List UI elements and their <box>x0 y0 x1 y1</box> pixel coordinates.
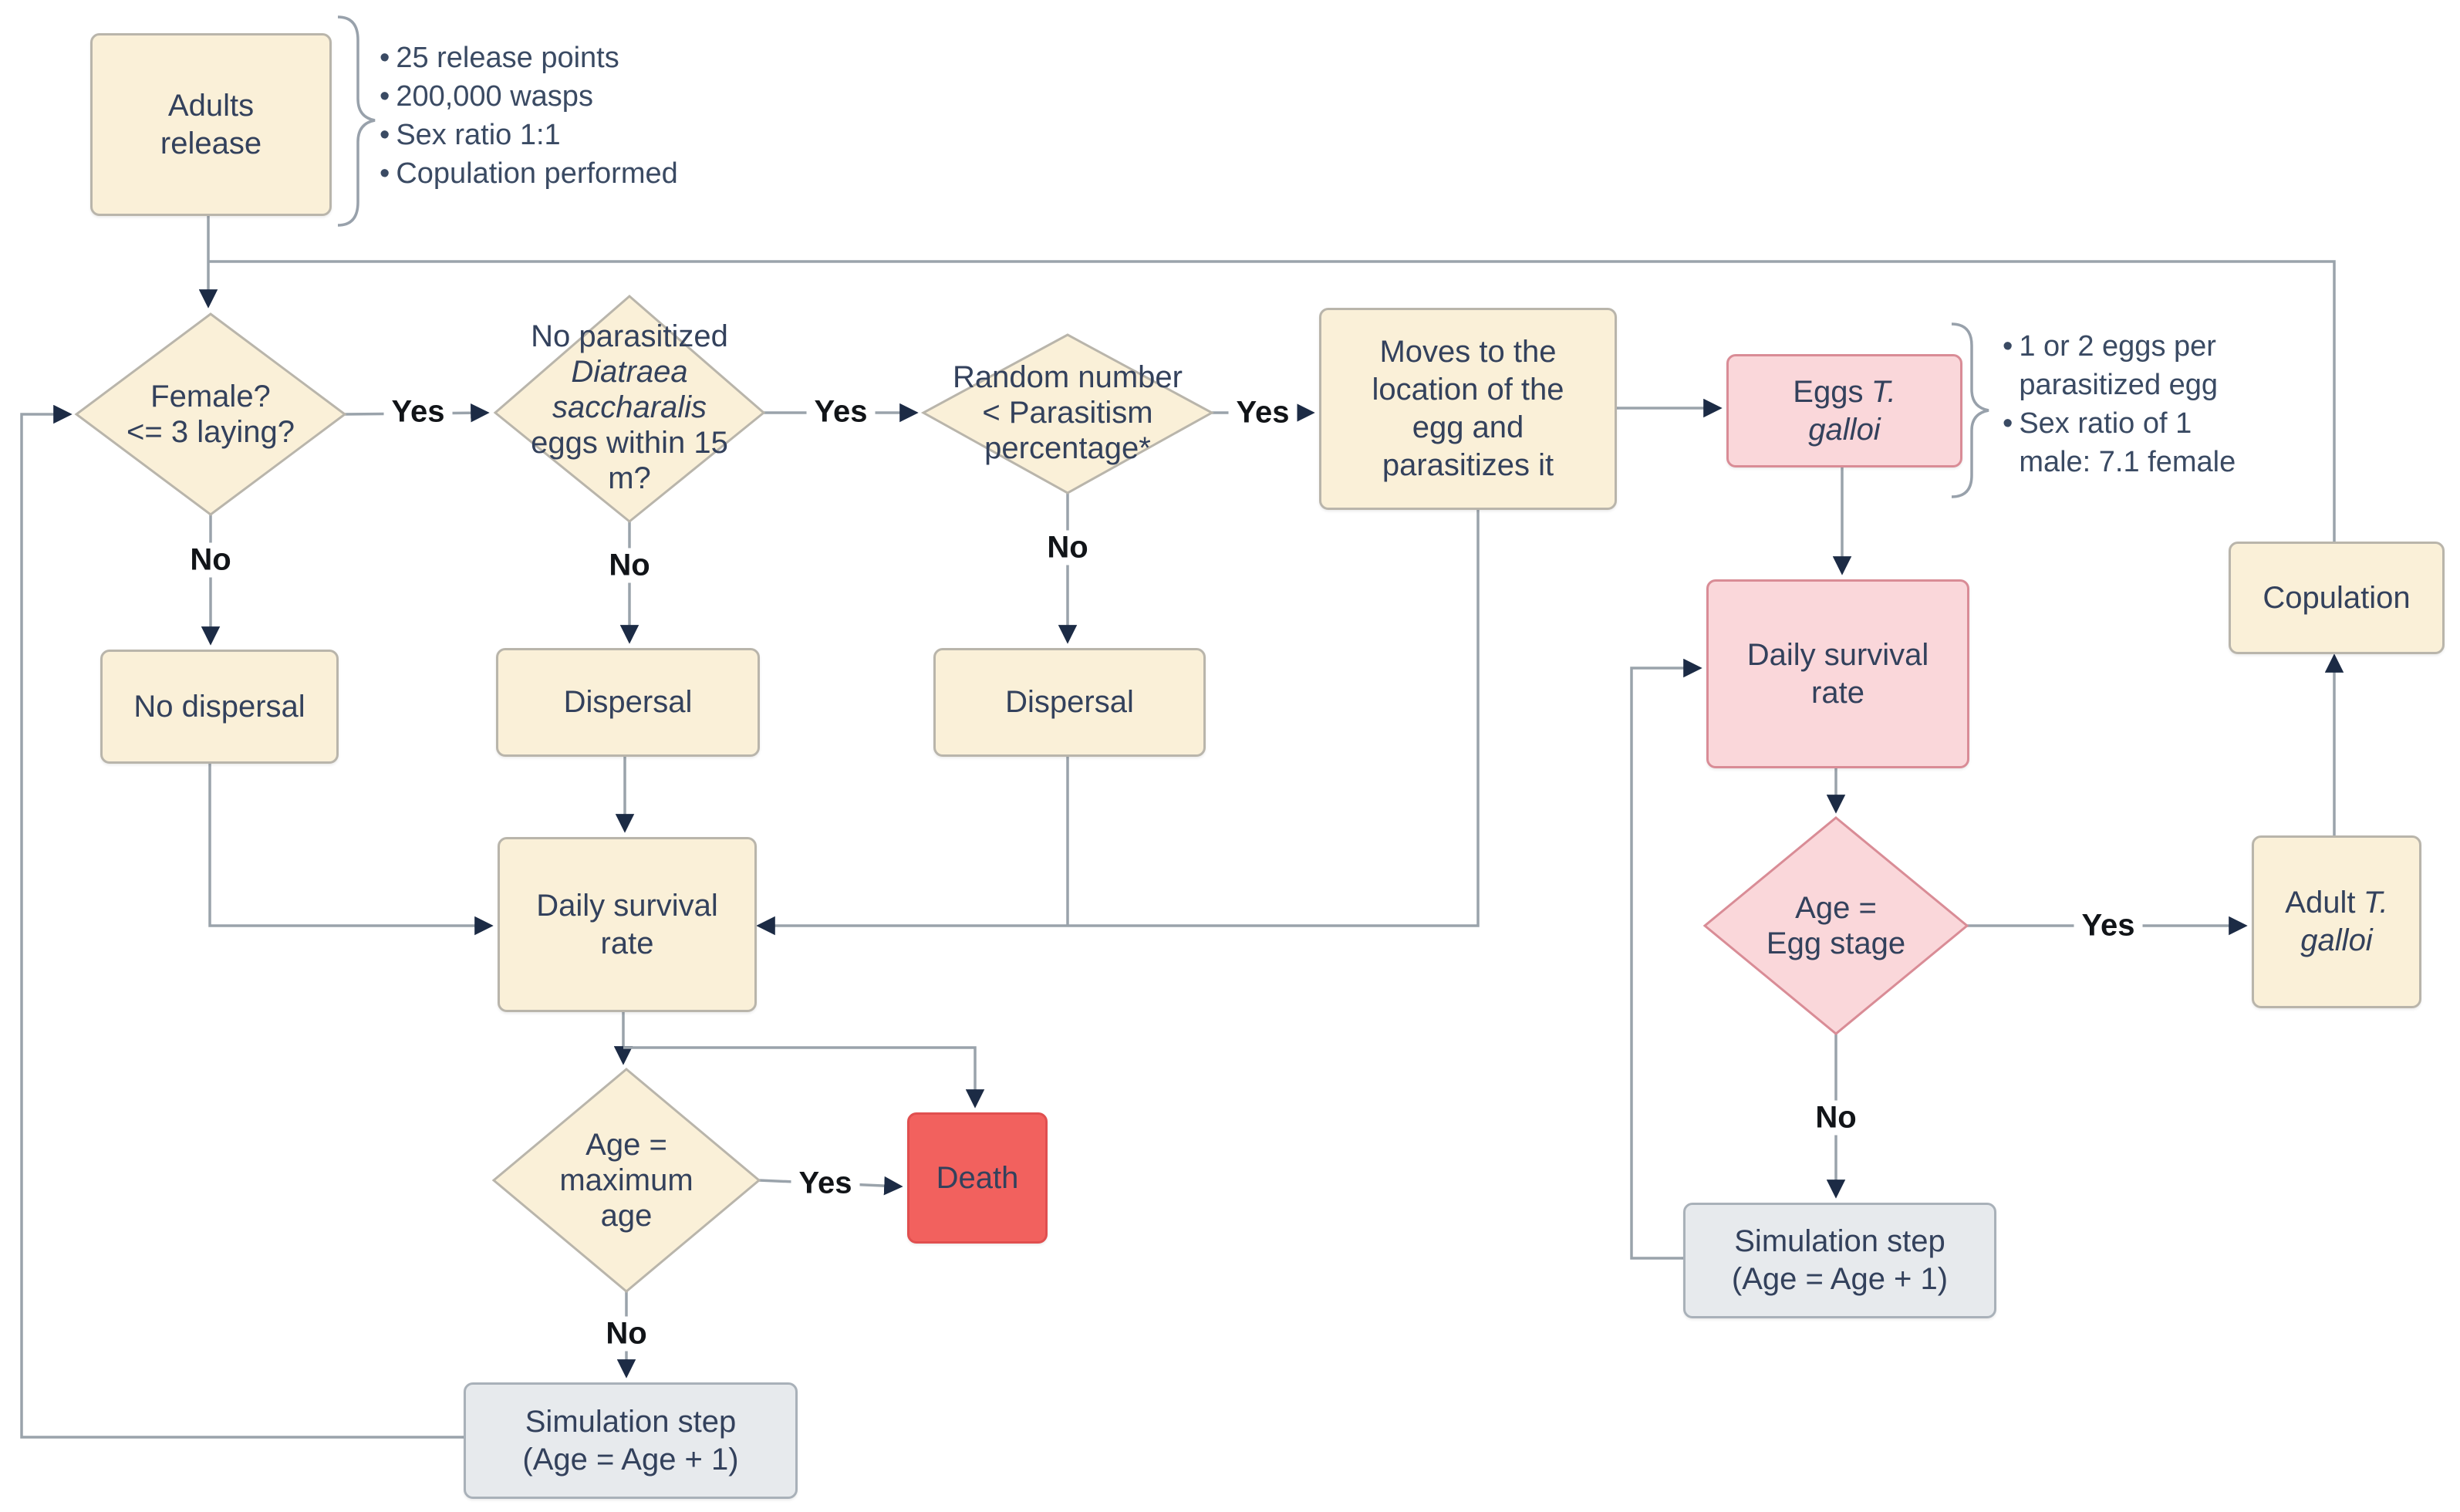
daily-survival-egg-node: Daily survival rate <box>1706 579 1969 768</box>
release-note-item: • Copulation performed <box>380 157 678 191</box>
edge-label-parasitized-no: No <box>601 548 658 583</box>
moves-label: Moves to the location of the egg and par… <box>1372 335 1564 482</box>
egg-note-item: • 1 or 2 eggs per parasitized egg <box>2003 330 2219 402</box>
no-parasitized-check-diamond <box>493 295 766 523</box>
egg-notes-brace <box>1951 322 1989 498</box>
edge-sim1-loop <box>20 404 464 1439</box>
egg-note-item: • Sex ratio of 1 male: 7.1 female <box>2003 407 2236 479</box>
simulation-step-left-label: Simulation step (Age = Age + 1) <box>522 1404 739 1477</box>
simulation-step-right-node: Simulation step (Age = Age + 1) <box>1683 1203 1996 1318</box>
edge-dsr-to-death <box>623 1046 985 1109</box>
edge-sim2-loop <box>1630 658 1702 1260</box>
age-max-check-label: Age = maximum age <box>559 1128 693 1233</box>
daily-survival-left-label: Daily survival rate <box>536 888 718 960</box>
edge-label-female-no: No <box>182 542 239 578</box>
female-check-label: Female? <= 3 laying? <box>127 380 295 449</box>
edge-label-agemax-no: No <box>598 1316 655 1352</box>
edge-nodispersal-to-dsr <box>208 759 494 936</box>
edge-moves-to-dsr <box>756 505 1480 936</box>
random-check-label: Random number < Parasitism percentage* <box>953 360 1183 465</box>
edge-label-parasitized-yes: Yes <box>806 394 876 430</box>
no-parasitized-check-label: No parasitized Diatraea saccharalis eggs… <box>531 319 728 495</box>
release-note-item: • 200,000 wasps <box>380 80 593 113</box>
release-notes-brace <box>337 15 376 227</box>
dispersal-2-label: Dispersal <box>1005 685 1134 720</box>
death-label: Death <box>936 1160 1019 1195</box>
dispersal-1-label: Dispersal <box>563 685 693 720</box>
release-notes: • 25 release points • 200,000 wasps • Se… <box>380 39 796 194</box>
edge-label-agemax-yes: Yes <box>791 1166 860 1201</box>
release-note-item: • Sex ratio 1:1 <box>380 119 561 152</box>
release-note-item: • 25 release points <box>380 42 619 74</box>
copulation-node: Copulation <box>2229 542 2445 654</box>
annotation-braces <box>337 15 1989 498</box>
adults-release-label: Adults release <box>160 88 262 160</box>
age-egg-check-diamond <box>1702 816 1969 1035</box>
edge-label-female-yes: Yes <box>383 394 453 430</box>
copulation-label: Copulation <box>2263 580 2411 615</box>
edge-label-random-yes: Yes <box>1228 395 1297 430</box>
daily-survival-left-node: Daily survival rate <box>498 837 757 1012</box>
egg-notes: • 1 or 2 eggs per parasitized egg • Sex … <box>2003 327 2277 482</box>
edge-label-ageegg-no: No <box>1807 1100 1864 1136</box>
age-egg-check-label: Age = Egg stage <box>1766 891 1906 960</box>
connectors <box>20 211 2344 1439</box>
no-dispersal-label: No dispersal <box>133 689 305 724</box>
daily-survival-egg-label: Daily survival rate <box>1746 637 1929 710</box>
dispersal-1-node: Dispersal <box>496 648 760 757</box>
no-dispersal-node: No dispersal <box>100 650 339 764</box>
edge-label-random-no: No <box>1039 530 1096 565</box>
random-check-diamond <box>920 333 1215 494</box>
edge-label-ageegg-yes: Yes <box>2074 908 2143 943</box>
moves-node: Moves to the location of the egg and par… <box>1319 308 1617 510</box>
simulation-step-right-label: Simulation step (Age = Age + 1) <box>1731 1224 1949 1296</box>
female-check-diamond <box>74 312 347 516</box>
adults-release-node: Adults release <box>90 33 332 216</box>
decision-diamonds <box>74 295 1969 1293</box>
age-max-check-diamond <box>491 1068 761 1293</box>
death-node: Death <box>907 1112 1048 1244</box>
edge-copulation-loop-top <box>208 260 2336 542</box>
dispersal-2-node: Dispersal <box>933 648 1206 757</box>
simulation-step-left-node: Simulation step (Age = Age + 1) <box>464 1382 798 1499</box>
